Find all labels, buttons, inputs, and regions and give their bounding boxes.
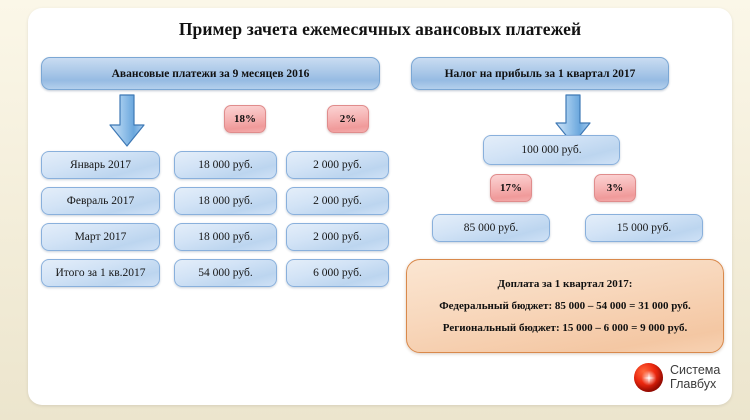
logo-sphere-icon (634, 363, 663, 392)
left-row-regional: 2 000 руб. (286, 151, 389, 179)
down-arrow-right (555, 94, 591, 145)
page-title: Пример зачета ежемесячных авансовых плат… (178, 19, 582, 39)
left-row-period: Март 2017 (41, 223, 160, 251)
left-row-period: Февраль 2017 (41, 187, 160, 215)
down-arrow-left (109, 94, 145, 147)
left-row-regional: 2 000 руб. (286, 223, 389, 251)
summary-panel: Доплата за 1 квартал 2017: Федеральный б… (406, 259, 724, 353)
right-amount-federal: 85 000 руб. (432, 214, 550, 242)
summary-regional: Региональный бюджет: 15 000 – 6 000 = 9 … (442, 322, 688, 334)
left-row-federal: 18 000 руб. (174, 223, 277, 251)
logo-line-2: Главбух (670, 376, 717, 391)
left-row-federal: 18 000 руб. (174, 187, 277, 215)
left-row-federal: 18 000 руб. (174, 151, 277, 179)
right-amount-regional: 15 000 руб. (585, 214, 703, 242)
badge-rate-federal-left: 18% (224, 105, 266, 133)
logo-text: Система Главбух (670, 363, 721, 391)
logo: Система Главбух (634, 363, 720, 392)
right-block-header: Налог на прибыль за 1 квартал 2017 (411, 57, 669, 90)
left-block-header: Авансовые платежи за 9 месяцев 2016 (41, 57, 380, 90)
summary-federal: Федеральный бюджет: 85 000 – 54 000 = 31… (439, 300, 691, 312)
left-row-regional: 2 000 руб. (286, 187, 389, 215)
right-total-amount: 100 000 руб. (483, 135, 620, 165)
left-row-regional-total: 6 000 руб. (286, 259, 389, 287)
left-row-period-total: Итого за 1 кв.2017 (41, 259, 160, 287)
badge-rate-regional-right: 3% (594, 174, 636, 202)
badge-rate-federal-right: 17% (490, 174, 532, 202)
content-card: Пример зачета ежемесячных авансовых плат… (28, 8, 732, 405)
summary-title: Доплата за 1 квартал 2017: (497, 278, 633, 290)
left-row-period: Январь 2017 (41, 151, 160, 179)
badge-rate-regional-left: 2% (327, 105, 369, 133)
left-row-federal-total: 54 000 руб. (174, 259, 277, 287)
logo-line-1: Система (670, 363, 721, 377)
